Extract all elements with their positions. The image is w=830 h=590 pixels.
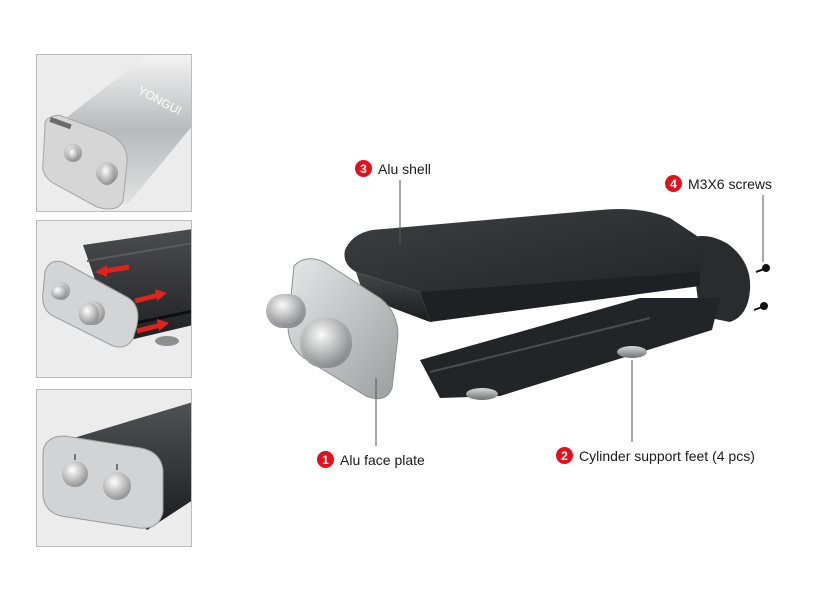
arrow-left bbox=[104, 264, 130, 274]
callout-label: Alu shell bbox=[378, 160, 431, 177]
callout-alu-shell: 3 Alu shell bbox=[355, 160, 431, 177]
callout-number-badge: 3 bbox=[355, 160, 372, 177]
arrow-left-head bbox=[95, 265, 107, 277]
thumbnail-exploded-view[interactable] bbox=[36, 220, 192, 378]
callout-label: Cylinder support feet (4 pcs) bbox=[579, 447, 755, 464]
support-foot bbox=[466, 388, 498, 400]
callout-label: Alu face plate bbox=[340, 451, 425, 468]
arrow-right-2 bbox=[136, 322, 162, 334]
silver-enclosure-image: YONGUI bbox=[37, 55, 191, 211]
black-enclosure-image bbox=[37, 390, 191, 546]
callout-screws: 4 M3X6 screws bbox=[665, 175, 772, 192]
callout-label: M3X6 screws bbox=[688, 175, 773, 192]
screw bbox=[760, 302, 768, 310]
alu-shell bbox=[344, 209, 705, 300]
support-foot bbox=[617, 346, 647, 358]
bottom-shell bbox=[420, 298, 720, 398]
thumbnail-silver-enclosure[interactable]: YONGUI bbox=[36, 54, 192, 212]
callout-number-badge: 1 bbox=[317, 451, 334, 468]
arrow-right-2-head bbox=[157, 319, 169, 331]
callout-face-plate: 1 Alu face plate bbox=[317, 451, 425, 468]
exploded-view-image bbox=[37, 221, 191, 377]
thumbnail-black-enclosure[interactable] bbox=[36, 389, 192, 547]
callout-number-badge: 2 bbox=[556, 447, 573, 464]
arrow-right bbox=[134, 292, 160, 304]
callout-number-badge: 4 bbox=[665, 175, 682, 192]
screw bbox=[762, 264, 770, 272]
callout-support-feet: 2 Cylinder support feet (4 pcs) bbox=[556, 447, 755, 464]
arrow-right-head bbox=[155, 289, 167, 301]
